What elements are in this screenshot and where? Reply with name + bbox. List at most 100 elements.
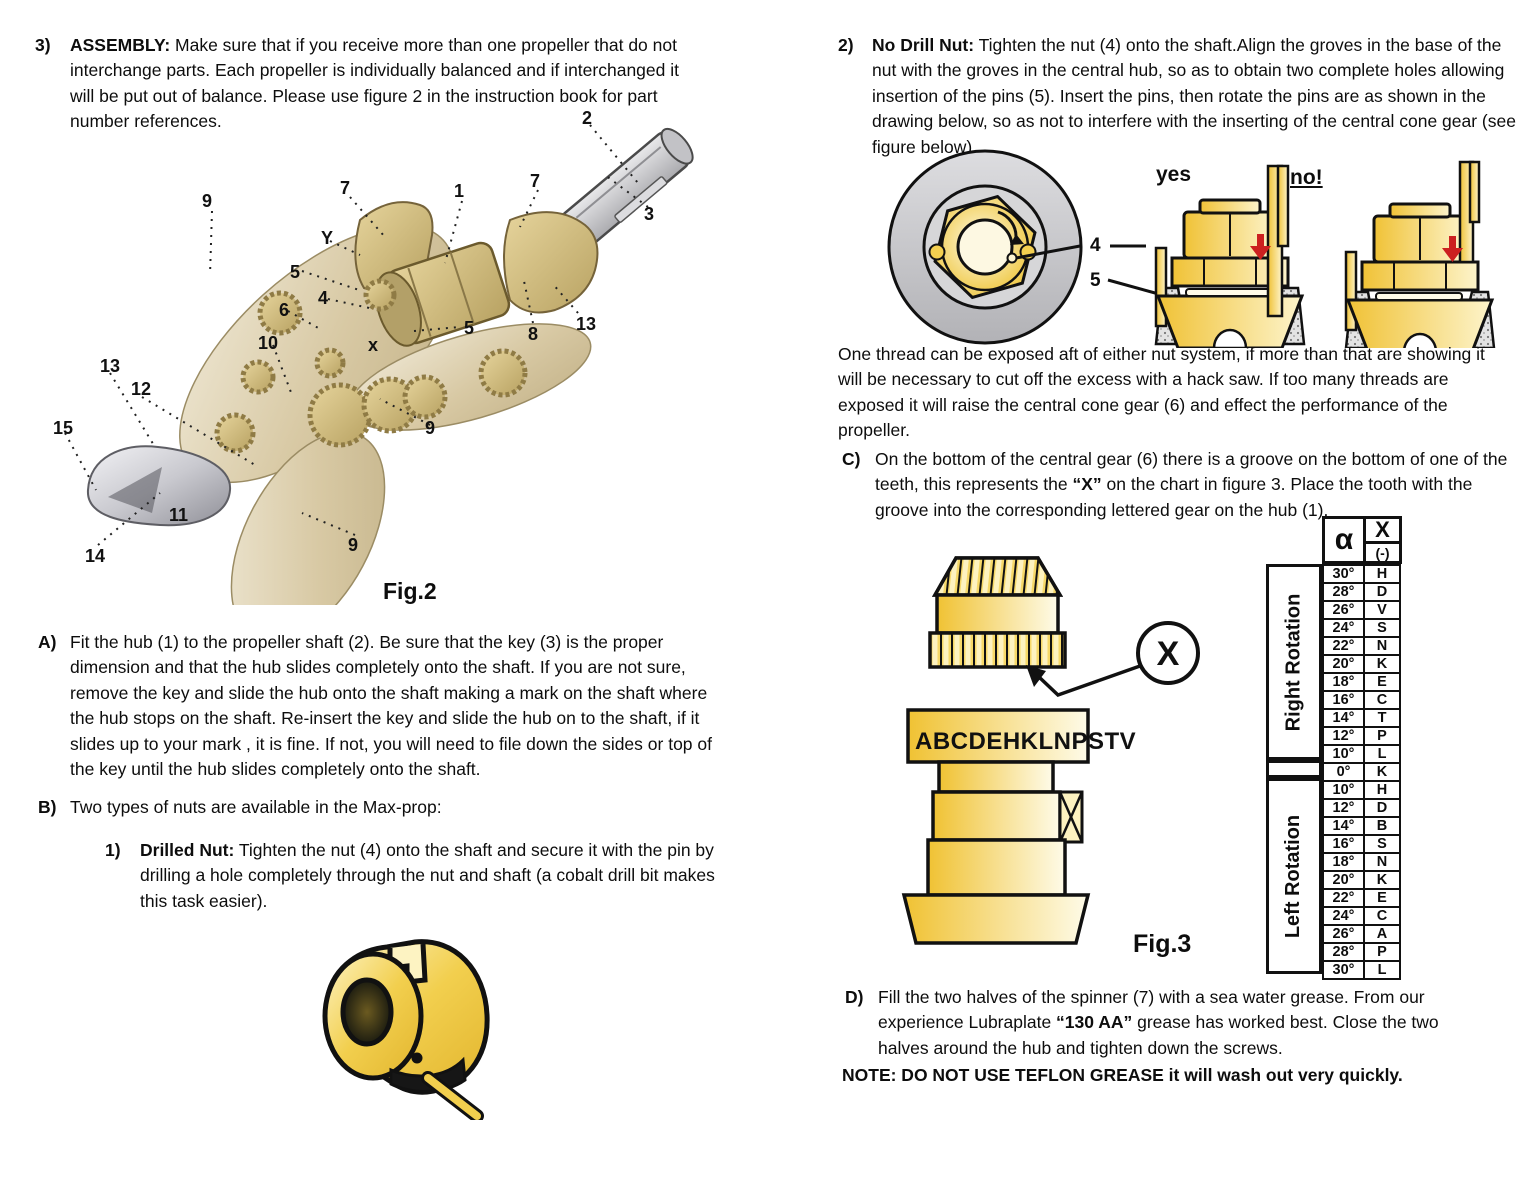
fig3-table-row: 24°S xyxy=(1322,618,1401,638)
fig3-cone-gear-figure: X ABCDEHKLNPSTV xyxy=(898,543,1278,973)
angle-cell: 18° xyxy=(1322,672,1365,692)
angle-cell: 16° xyxy=(1322,834,1365,854)
fig3-table-row: 22°E xyxy=(1322,888,1401,908)
fig2-artwork xyxy=(64,124,694,643)
fig3-table-row: 18°E xyxy=(1322,672,1401,692)
drilled-nut-figure xyxy=(295,920,525,1123)
letter-cell: V xyxy=(1363,600,1401,620)
angle-cell: 0° xyxy=(1322,762,1365,782)
angle-cell: 10° xyxy=(1322,780,1365,800)
letter-cell: N xyxy=(1363,636,1401,656)
letter-cell: B xyxy=(1363,816,1401,836)
letter-cell: E xyxy=(1363,888,1401,908)
fig2-part-label: 5 xyxy=(290,262,301,282)
angle-cell: 20° xyxy=(1322,870,1365,890)
no-label: no! xyxy=(1290,166,1323,189)
spinner-cone xyxy=(86,445,232,527)
fig2-part-label: 13 xyxy=(100,356,121,376)
letter-cell: D xyxy=(1363,798,1401,818)
fig3-table-row: 20°K xyxy=(1322,654,1401,674)
section-c-number: C) xyxy=(842,449,861,469)
section-a-text: Fit the hub (1) to the propeller shaft (… xyxy=(70,632,712,780)
section-2-text: No Drill Nut: Tighten the nut (4) onto t… xyxy=(872,35,1516,157)
drilled-nut-body xyxy=(322,939,490,1123)
drilled-nut-heading: Drilled Nut: xyxy=(140,840,235,860)
letter-cell: K xyxy=(1363,654,1401,674)
section-3-number: 3) xyxy=(35,35,51,55)
drilled-nut-artwork xyxy=(322,939,490,1123)
fig2-part-label: 5 xyxy=(464,318,475,338)
letter-cell: S xyxy=(1363,618,1401,638)
lettered-hub: ABCDEHKLNPSTV xyxy=(901,708,1136,945)
fig2-part-label: 15 xyxy=(53,418,74,438)
fig2-part-label: 13 xyxy=(576,314,597,334)
fig3-table-row: 10°L xyxy=(1322,744,1401,764)
fig3-table-row: 26°A xyxy=(1322,924,1401,944)
assembly-heading: ASSEMBLY: xyxy=(70,35,171,55)
fig3-table-row: 14°T xyxy=(1322,708,1401,728)
angle-cell: 30° xyxy=(1322,564,1365,584)
angle-cell: 22° xyxy=(1322,636,1365,656)
section-b-text: Two types of nuts are available in the M… xyxy=(70,797,442,817)
letter-cell: S xyxy=(1363,834,1401,854)
fig3-table-row: 18°N xyxy=(1322,852,1401,872)
letter-cell: P xyxy=(1363,726,1401,746)
angle-cell: 28° xyxy=(1322,582,1365,602)
fig2-part-label: x xyxy=(368,335,379,355)
fig2-part-label: 11 xyxy=(169,505,189,525)
letter-cell: C xyxy=(1363,906,1401,926)
gear-letters: ABCDEHKLNPSTV xyxy=(915,728,1136,755)
fig3-table-row: 12°D xyxy=(1322,798,1401,818)
fig3-table-row: 10°H xyxy=(1322,780,1401,800)
letter-cell: H xyxy=(1363,564,1401,584)
fig2-part-label: 7 xyxy=(530,171,541,191)
angle-cell: 14° xyxy=(1322,816,1365,836)
fig3-table-row: 14°B xyxy=(1322,816,1401,836)
x-marker: X xyxy=(1157,635,1180,673)
angle-cell: 20° xyxy=(1322,654,1365,674)
angle-cell: 28° xyxy=(1322,942,1365,962)
fig3-table-row: 26°V xyxy=(1322,600,1401,620)
letter-cell: T xyxy=(1363,708,1401,728)
fig3-table-row: 16°C xyxy=(1322,690,1401,710)
no-drill-nut-heading: No Drill Nut: xyxy=(872,35,975,55)
angle-cell: 22° xyxy=(1322,888,1365,908)
zero-row-spacer xyxy=(1266,760,1322,778)
fig2-part-label: 2 xyxy=(582,108,593,128)
pin-left xyxy=(928,243,946,261)
fig2-part-label: 9 xyxy=(425,418,436,438)
callout-4: 4 xyxy=(1090,235,1101,256)
callout-5: 5 xyxy=(1090,270,1101,291)
letter-cell: N xyxy=(1363,852,1401,872)
letter-cell: H xyxy=(1363,780,1401,800)
fig2-part-label: 14 xyxy=(85,546,106,566)
nut-top-view xyxy=(887,149,1083,345)
fig2-part-label: 7 xyxy=(340,178,351,198)
angle-cell: 30° xyxy=(1322,960,1365,980)
x-header: X xyxy=(1363,516,1402,544)
fig3-table-row: 28°P xyxy=(1322,942,1401,962)
letter-cell: C xyxy=(1363,690,1401,710)
angle-cell: 18° xyxy=(1322,852,1365,872)
fig3-table-row: 24°C xyxy=(1322,906,1401,926)
nut-section-no xyxy=(1344,160,1496,354)
drilled-nut-pin xyxy=(424,1074,481,1120)
angle-cell: 12° xyxy=(1322,798,1365,818)
section-d-text: Fill the two halves of the spinner (7) w… xyxy=(878,987,1439,1058)
fig2-part-label: 9 xyxy=(202,191,213,211)
alpha-header: α xyxy=(1322,516,1366,564)
letter-cell: L xyxy=(1363,744,1401,764)
section-b1-number: 1) xyxy=(105,840,121,860)
fig2-part-label: 10 xyxy=(258,333,279,353)
letter-cell: D xyxy=(1363,582,1401,602)
x-reference: “X” xyxy=(1072,474,1102,495)
angle-cell: 26° xyxy=(1322,600,1365,620)
fig2-part-label: 9 xyxy=(348,535,359,555)
spinner-half-right xyxy=(503,211,599,314)
section-3-assembly: ASSEMBLY: Make sure that if you receive … xyxy=(70,35,679,132)
angle-cell: 24° xyxy=(1322,618,1365,638)
teflon-note: NOTE: DO NOT USE TEFLON GREASE it will w… xyxy=(842,1065,1403,1085)
